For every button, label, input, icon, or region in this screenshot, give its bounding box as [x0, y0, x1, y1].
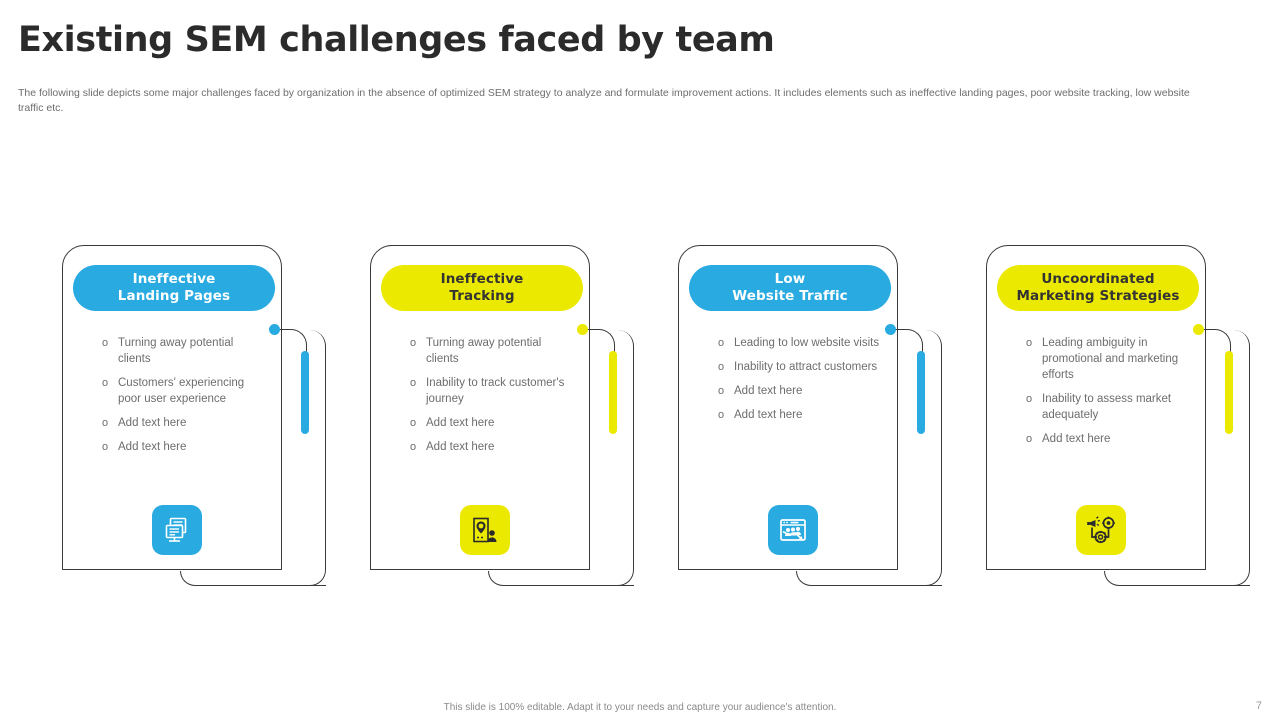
list-item: o Add text here	[102, 439, 267, 455]
bullet-text: Inability to assess market adequately	[1042, 393, 1172, 421]
list-item: o Add text here	[718, 383, 883, 399]
card-connector-line	[888, 328, 942, 586]
accent-side-bar	[917, 351, 925, 434]
bullet-text: Leading to low website visits	[734, 337, 880, 349]
connector-dot-icon	[885, 324, 896, 335]
bullet-text: Turning away potential clients	[426, 337, 542, 365]
list-item: o Add text here	[410, 415, 575, 431]
location-tracking-icon	[460, 505, 510, 555]
bullet-text: Add text here	[426, 441, 495, 453]
card-connector-line	[272, 328, 326, 586]
card-bullet-list: o Leading ambiguity in promotional and ma…	[1026, 335, 1191, 455]
bullet-marker-icon: o	[410, 337, 417, 349]
accent-side-bar	[301, 351, 309, 434]
website-traffic-decline-icon	[768, 505, 818, 555]
list-item: o Add text here	[410, 439, 575, 455]
accent-side-bar	[609, 351, 617, 434]
bullet-text: Customers' experiencing poor user experi…	[118, 377, 245, 405]
bullet-marker-icon: o	[1026, 337, 1033, 349]
bullet-text: Leading ambiguity in promotional and mar…	[1042, 337, 1179, 381]
bullet-marker-icon: o	[1026, 393, 1033, 405]
card-connector-bottom-line	[488, 571, 634, 586]
card-connector-bottom-line	[180, 571, 326, 586]
bullet-marker-icon: o	[718, 409, 725, 421]
bullet-text: Turning away potential clients	[118, 337, 234, 365]
bullet-marker-icon: o	[410, 417, 417, 429]
connector-dot-icon	[577, 324, 588, 335]
bullet-marker-icon: o	[410, 441, 417, 453]
list-item: o Leading ambiguity in promotional and ma…	[1026, 335, 1191, 383]
card-title-line-2: Tracking	[449, 288, 515, 304]
connector-dot-icon	[1193, 324, 1204, 335]
bullet-marker-icon: o	[102, 337, 109, 349]
bullet-text: Add text here	[734, 409, 803, 421]
list-item: o Add text here	[102, 415, 267, 431]
card-connector-line	[580, 328, 634, 586]
marketing-strategy-icon	[1076, 505, 1126, 555]
bullet-text: Inability to attract customers	[734, 361, 878, 373]
list-item: o Customers' experiencing poor user exper…	[102, 375, 267, 407]
bullet-text: Add text here	[118, 441, 187, 453]
card-connector-bottom-line	[1104, 571, 1250, 586]
bullet-marker-icon: o	[718, 385, 725, 397]
footer-note: This slide is 100% editable. Adapt it to…	[443, 702, 837, 713]
page-number: 7	[1255, 700, 1262, 712]
bullet-text: Inability to track customer's journey	[426, 377, 565, 405]
list-item: o Inability to attract customers	[718, 359, 883, 375]
list-item: o Turning away potential clients	[102, 335, 267, 367]
bullet-marker-icon: o	[102, 377, 109, 389]
card-title-line-1: Ineffective	[440, 271, 524, 287]
bullet-text: Add text here	[734, 385, 803, 397]
accent-side-bar	[1225, 351, 1233, 434]
card-title-line-2: Landing Pages	[117, 288, 231, 304]
bullet-marker-icon: o	[102, 417, 109, 429]
card-title-line-1: Ineffective	[132, 271, 216, 287]
page-subtitle: The following slide depicts some major c…	[18, 87, 1190, 114]
bullet-text: Add text here	[118, 417, 187, 429]
list-item: o Add text here	[718, 407, 883, 423]
list-item: o Turning away potential clients	[410, 335, 575, 367]
list-item: o Add text here	[1026, 431, 1191, 447]
connector-dot-icon	[269, 324, 280, 335]
bullet-marker-icon: o	[1026, 433, 1033, 445]
card-title-line-2: Marketing Strategies	[1016, 288, 1180, 304]
document-monitor-icon	[152, 505, 202, 555]
card-title-line-1: Uncoordinated	[1041, 271, 1155, 287]
list-item: o Leading to low website visits	[718, 335, 883, 351]
list-item: o Inability to track customer's journey	[410, 375, 575, 407]
list-item: o Inability to assess market adequately	[1026, 391, 1191, 423]
bullet-marker-icon: o	[410, 377, 417, 389]
page-title: Existing SEM challenges faced by team	[18, 20, 775, 60]
bullet-marker-icon: o	[102, 441, 109, 453]
bullet-marker-icon: o	[718, 361, 725, 373]
card-title-line-2: Website Traffic	[732, 288, 848, 304]
card-connector-bottom-line	[796, 571, 942, 586]
bullet-marker-icon: o	[718, 337, 725, 349]
bullet-text: Add text here	[1042, 433, 1111, 445]
card-title-line-1: Low	[774, 271, 806, 287]
card-connector-line	[1196, 328, 1250, 586]
bullet-text: Add text here	[426, 417, 495, 429]
